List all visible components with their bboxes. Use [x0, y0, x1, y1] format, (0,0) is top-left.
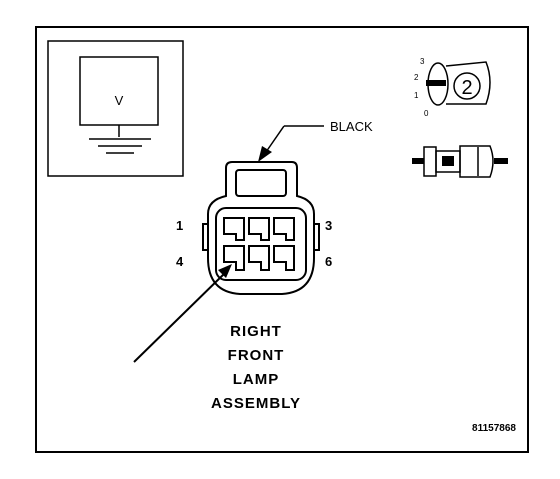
key-position-0: 0: [424, 109, 429, 118]
connector-latch: [235, 169, 287, 197]
pin-label-4: 4: [176, 254, 184, 269]
key-position-1: 1: [414, 91, 419, 100]
pin-cavity-2: [248, 217, 270, 241]
pin-cavity-5: [248, 245, 270, 271]
color-callout: BLACK: [258, 119, 373, 162]
pin-cavity-6: [273, 245, 295, 271]
pin-cavity-3: [273, 217, 295, 241]
pin-label-3: 3: [325, 218, 332, 233]
pin-cavity-4: [223, 245, 245, 271]
voltmeter-box: [79, 56, 159, 126]
ground-symbol-icon: [89, 138, 151, 154]
component-title-line-1: RIGHT: [230, 323, 282, 340]
voltmeter-inset: V: [47, 40, 184, 177]
ignition-key-icon: 3 2 1 0 2: [414, 57, 491, 118]
key-position-3: 3: [420, 57, 425, 66]
pin-label-6: 6: [325, 254, 332, 269]
color-callout-label: BLACK: [330, 119, 373, 134]
pin-label-1: 1: [176, 218, 183, 233]
inset-frame: [47, 40, 184, 177]
key-position-2: 2: [414, 73, 419, 82]
voltmeter-label: V: [115, 93, 124, 108]
component-title-line-2: FRONT: [228, 347, 285, 364]
pin-pointer-arrow: [133, 264, 232, 363]
connector-face: [202, 161, 320, 295]
pin-cavity-1: [223, 217, 245, 241]
connector-side-icon: [412, 145, 508, 178]
component-title-line-3: LAMP: [233, 371, 280, 388]
key-number: 2: [461, 77, 472, 99]
figure-code: 81157868: [472, 423, 516, 434]
component-title-line-4: ASSEMBLY: [211, 395, 301, 412]
outer-border: [35, 26, 529, 453]
